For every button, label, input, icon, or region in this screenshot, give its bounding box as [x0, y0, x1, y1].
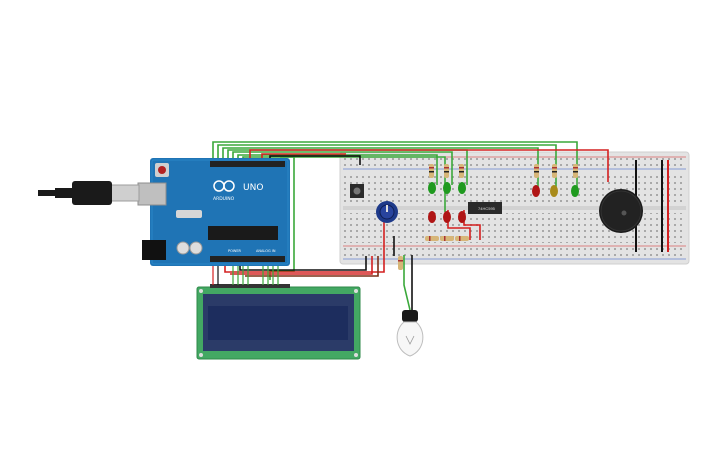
- led-green-1: [428, 182, 436, 194]
- potentiometer[interactable]: [376, 201, 398, 223]
- led-green-6: [571, 185, 579, 197]
- led-red-7: [428, 211, 436, 223]
- led-red-4: [532, 185, 540, 197]
- pushbutton[interactable]: [350, 184, 364, 198]
- arduino-logo-icon: [213, 180, 235, 192]
- led-green-2: [443, 182, 451, 194]
- led-yellow-5: [550, 185, 558, 197]
- lcd-display[interactable]: [196, 284, 361, 360]
- led-red-8: [443, 211, 451, 223]
- piezo-buzzer[interactable]: [599, 189, 643, 233]
- led-green-3: [458, 182, 466, 194]
- arduino-uno-board[interactable]: UNO ARDUINO POWER ANALOG IN: [137, 158, 290, 266]
- led-red-9: [458, 211, 466, 223]
- resistors[interactable]: [398, 164, 578, 270]
- light-bulb[interactable]: [396, 310, 424, 357]
- chip-label: 74HC595: [478, 206, 496, 211]
- usb-cable[interactable]: [38, 181, 140, 205]
- leds[interactable]: [428, 182, 579, 223]
- arduino-brand-label: ARDUINO: [213, 196, 235, 202]
- power-label: POWER: [228, 249, 242, 253]
- lcd-wires[interactable]: [212, 266, 279, 285]
- shift-register-chip[interactable]: 74HC595: [468, 202, 502, 214]
- analog-label: ANALOG IN: [256, 249, 276, 253]
- uno-label: UNO: [243, 183, 263, 193]
